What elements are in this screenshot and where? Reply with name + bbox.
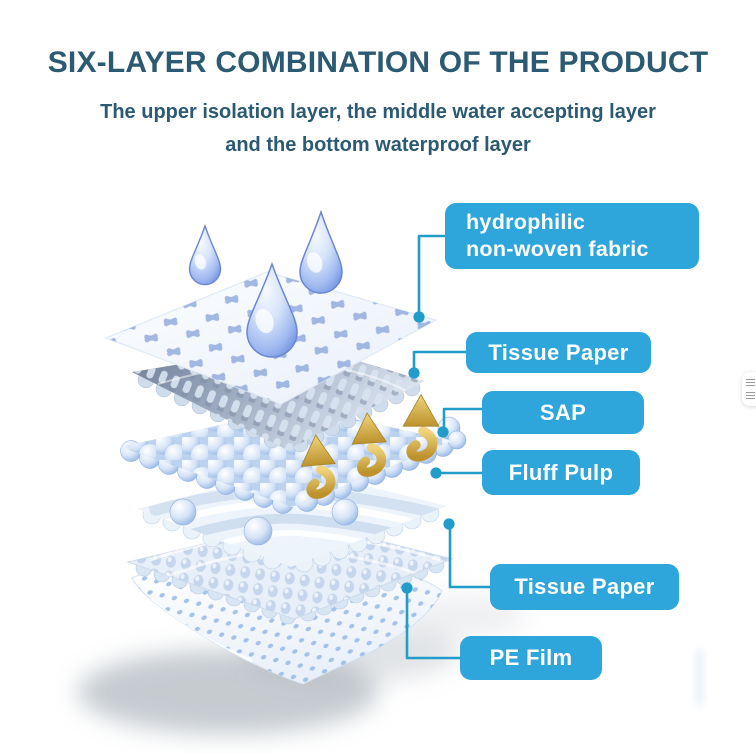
- edge-stepper: [742, 372, 756, 406]
- callout-tissue-paper-lower: Tissue Paper: [490, 564, 679, 610]
- leader-line: [417, 234, 445, 313]
- subtitle: The upper isolation layer, the middle wa…: [0, 96, 756, 162]
- stepper-up-button[interactable]: [745, 378, 755, 386]
- callout-pe-film: PE Film: [460, 636, 602, 680]
- subtitle-line-1: The upper isolation layer, the middle wa…: [100, 101, 656, 123]
- callout-label-line: hydrophilic: [466, 210, 586, 234]
- callout-tissue-paper-upper: Tissue Paper: [466, 332, 651, 373]
- leader-dot: [443, 518, 455, 530]
- callout-hydrophilic-non-woven-fabric: hydrophilic non-woven fabric: [445, 203, 699, 269]
- leader-dot: [401, 582, 413, 594]
- water-drop-icon: [246, 261, 298, 358]
- leader-dot: [437, 426, 449, 438]
- callout-label-line: non-woven fabric: [466, 237, 649, 261]
- callout-label: Fluff Pulp: [508, 459, 614, 485]
- callout-label: SAP: [539, 399, 587, 425]
- callout-sap: SAP: [482, 391, 644, 434]
- water-drop-icon: [188, 223, 222, 286]
- water-drops: [188, 209, 343, 358]
- leader-line: [412, 350, 466, 368]
- leader-dot: [430, 467, 442, 479]
- callout-label: Tissue Paper: [514, 574, 655, 599]
- callout-label: Tissue Paper: [488, 339, 629, 365]
- leader-line: [405, 593, 460, 660]
- leader-dot: [413, 311, 425, 323]
- callout-fluff-pulp: Fluff Pulp: [482, 450, 640, 495]
- subtitle-line-2: and the bottom waterproof layer: [225, 134, 531, 156]
- edge-glare: [695, 648, 704, 706]
- leader-line: [442, 407, 482, 427]
- stepper-down-button[interactable]: [745, 392, 755, 400]
- leader-lines: [405, 234, 490, 660]
- leader-dots: [401, 311, 455, 594]
- water-drop-icon: [299, 209, 343, 294]
- leader-dot: [408, 367, 420, 379]
- header: SIX-LAYER COMBINATION OF THE PRODUCT The…: [0, 0, 756, 162]
- page-title: SIX-LAYER COMBINATION OF THE PRODUCT: [47, 46, 709, 79]
- leader-line: [448, 529, 490, 589]
- callout-label: PE Film: [489, 645, 573, 670]
